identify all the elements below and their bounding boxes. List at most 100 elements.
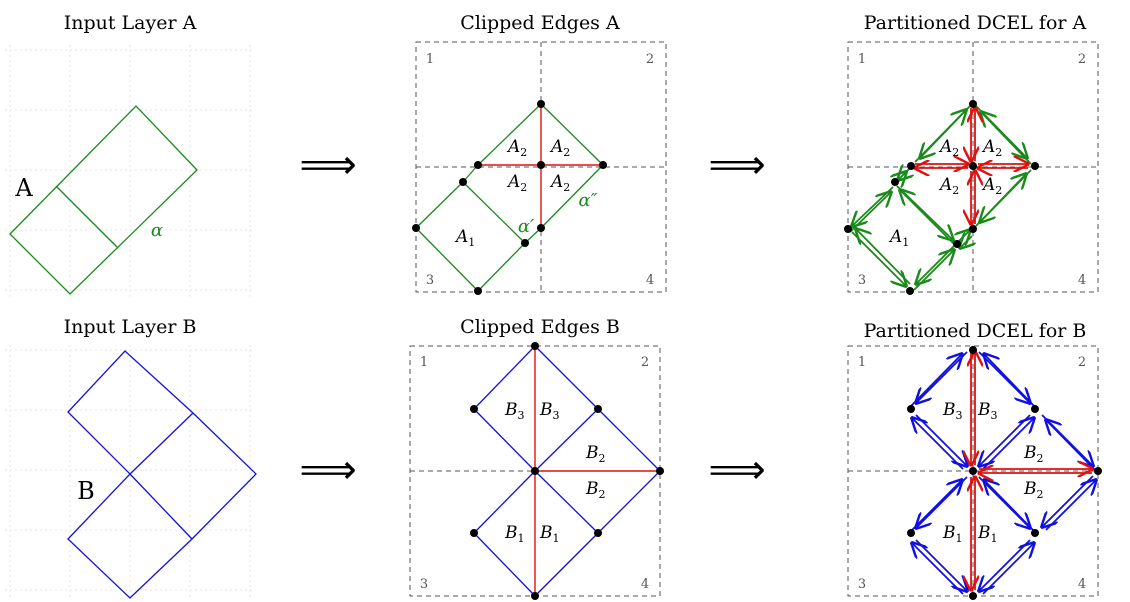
quadrant-3: 3 [426,273,434,288]
quadrant-2: 2 [1078,355,1086,370]
face-label: A2 [938,137,959,159]
title-dcel-a: Partitioned DCEL for A [864,12,1087,34]
edge [900,190,956,246]
vertex [656,467,664,475]
vertex [907,162,915,170]
edge [912,418,964,470]
implies-arrow-b1: ⟹ [299,447,356,493]
clipped-b-face-labels: B3 B3 B2 B2 B1 B1 [504,400,606,545]
quadrant-3: 3 [858,273,866,288]
implies-arrow-a2: ⟹ [708,142,765,188]
dcel-a-vertices [844,100,1039,295]
background-grid-a [5,45,255,298]
vertex [969,467,977,475]
edge [415,227,479,292]
edge [978,351,1030,403]
edge [597,408,661,472]
face-label: B3 [539,400,560,422]
vertex [594,529,602,537]
edge [129,473,193,540]
implies-arrow-a1: ⟹ [299,142,356,188]
edge [534,345,599,410]
face-label: A2 [506,172,527,194]
vertex [537,100,545,108]
edge [534,470,599,534]
face-label: A1 [888,227,909,249]
vertex [521,239,529,247]
edge [597,470,661,534]
edge [916,476,968,528]
quadrant-2: 2 [646,52,654,67]
vertex [1031,529,1039,537]
vertex [969,225,977,233]
edge [975,174,1026,227]
face-label: B3 [942,400,963,422]
face-label: B2 [1023,479,1044,501]
quadrant-1: 1 [426,52,434,67]
edge [912,543,964,595]
edge [473,408,536,472]
edge [915,414,967,466]
face-label: A1 [454,227,475,249]
edge [540,164,604,229]
clipped-a-vertices [412,100,607,295]
dcel-a-half-edges [849,105,1032,291]
vertex [531,467,539,475]
edge [913,250,954,291]
edge [473,532,536,597]
title-dcel-b: Partitioned DCEL for B [864,320,1087,342]
vertex [969,100,977,108]
layer-a-label: A [14,174,33,202]
quadrant-4: 4 [646,273,654,288]
face-label: A2 [981,175,1002,197]
face-label: A2 [981,137,1002,159]
edge [534,408,599,472]
face-label: B2 [585,479,606,501]
vertex [474,287,482,295]
vertex [844,225,852,233]
edge [910,354,962,407]
edge-label-alpha-prime: α′ [518,216,534,237]
edge [915,539,967,591]
title-input-layer-b: Input Layer B [64,316,197,338]
panel-input-layer-b: B [5,345,257,599]
face-label: A2 [549,172,570,194]
edge [852,186,894,226]
vertex [470,405,478,413]
panel-clipped-edges-a: 1 2 3 4 A2 A2 A2 A2 [412,41,667,295]
vertex [907,405,915,413]
face-label: A2 [938,175,959,197]
panel-clipped-edges-b: 1 2 3 4 B3 B3 B2 B2 [409,342,664,600]
edge [981,112,1032,165]
dcel-b-face-labels: B3 B3 B2 B2 B1 B1 [942,400,1044,545]
quadrant-4: 4 [641,577,649,592]
edge [979,539,1031,591]
face-label: B3 [977,400,998,422]
edge [540,103,604,166]
dcel-b-vertices [907,346,1102,600]
face-label: B3 [504,400,525,422]
edge [1046,420,1097,472]
face-label: B1 [977,523,998,545]
title-clipped-edges-a: Clipped Edges A [460,12,620,34]
panel-dcel-b: 1 2 3 4 [847,345,1102,600]
vertex [599,161,607,169]
vertex [1031,162,1039,170]
vertex [969,346,977,354]
edge [979,414,1031,466]
face-label: B2 [585,443,606,465]
vertex [969,592,977,600]
dcel-b-half-edges [910,351,1097,595]
vertex [470,529,478,537]
quadrant-2: 2 [1078,52,1086,67]
edge-label-alpha: α [151,220,163,241]
clipped-a-edges [415,103,604,292]
edge-label-alpha-double-prime: α″ [579,190,598,211]
quadrant-3: 3 [420,577,428,592]
face-label: B1 [942,523,963,545]
vertex [594,405,602,413]
edge [984,480,1035,532]
face-label: B1 [539,523,560,545]
edge [849,192,891,233]
vertex [537,224,545,232]
